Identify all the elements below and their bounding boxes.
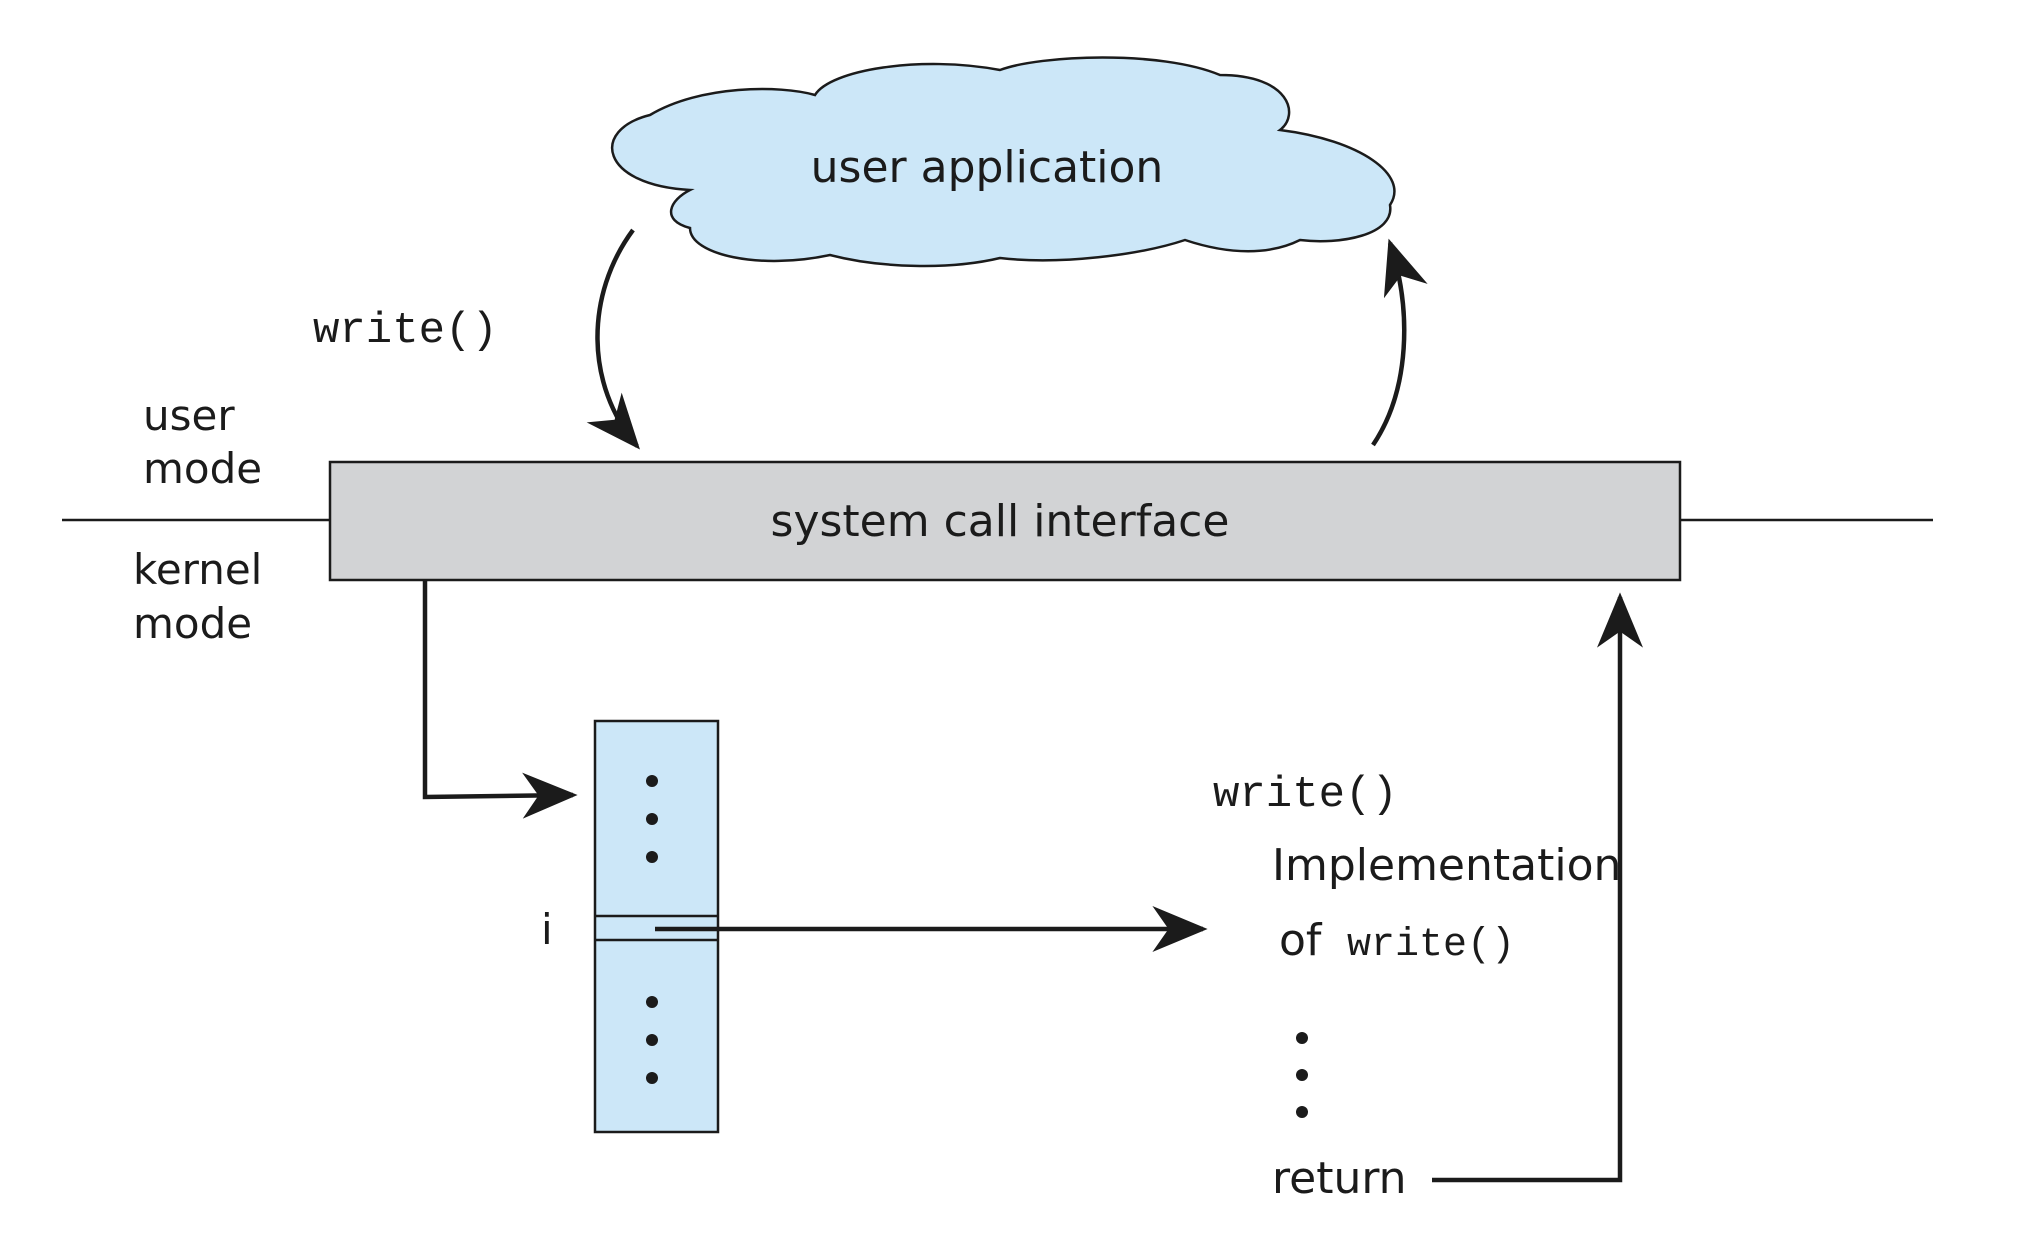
kernel-mode-label-line1: kernel bbox=[133, 545, 262, 594]
system-call-interface-label: system call interface bbox=[771, 496, 1230, 547]
table-ellipsis-dot bbox=[646, 1072, 658, 1084]
dispatch-arrow bbox=[422, 580, 578, 819]
implementation-ellipsis-dot bbox=[1296, 1106, 1308, 1118]
return-label: return bbox=[1272, 1153, 1407, 1204]
table-ellipsis-dot bbox=[646, 1034, 658, 1046]
user-application-label: user application bbox=[811, 142, 1164, 193]
table-ellipsis-dot bbox=[646, 851, 658, 863]
call-arrow bbox=[586, 228, 640, 450]
table-ellipsis-dot bbox=[646, 996, 658, 1008]
user-mode-label-line2: mode bbox=[143, 444, 262, 493]
write-call-label: write() bbox=[313, 306, 498, 356]
table-ellipsis-dot bbox=[646, 775, 658, 787]
implementation-ellipsis-dot bbox=[1296, 1032, 1308, 1044]
user-application-cloud bbox=[610, 56, 1396, 268]
implementation-line2-prefix: of bbox=[1279, 915, 1323, 966]
implementation-ellipsis-dot bbox=[1296, 1069, 1308, 1081]
table-index-label: i bbox=[541, 905, 553, 954]
return-arrow bbox=[1432, 592, 1643, 1183]
system-call-interface-bar bbox=[328, 460, 1682, 582]
kernel-mode-label-line2: mode bbox=[133, 599, 252, 648]
implementation-line2-code: write() bbox=[1347, 923, 1515, 968]
system-call-table bbox=[593, 719, 720, 1134]
user-mode-label-line1: user bbox=[143, 391, 235, 440]
return-to-app-arrow bbox=[1371, 238, 1428, 447]
implementation-header: write() bbox=[1213, 770, 1398, 820]
table-ellipsis-dot bbox=[646, 813, 658, 825]
implementation-line1: Implementation bbox=[1272, 840, 1621, 891]
